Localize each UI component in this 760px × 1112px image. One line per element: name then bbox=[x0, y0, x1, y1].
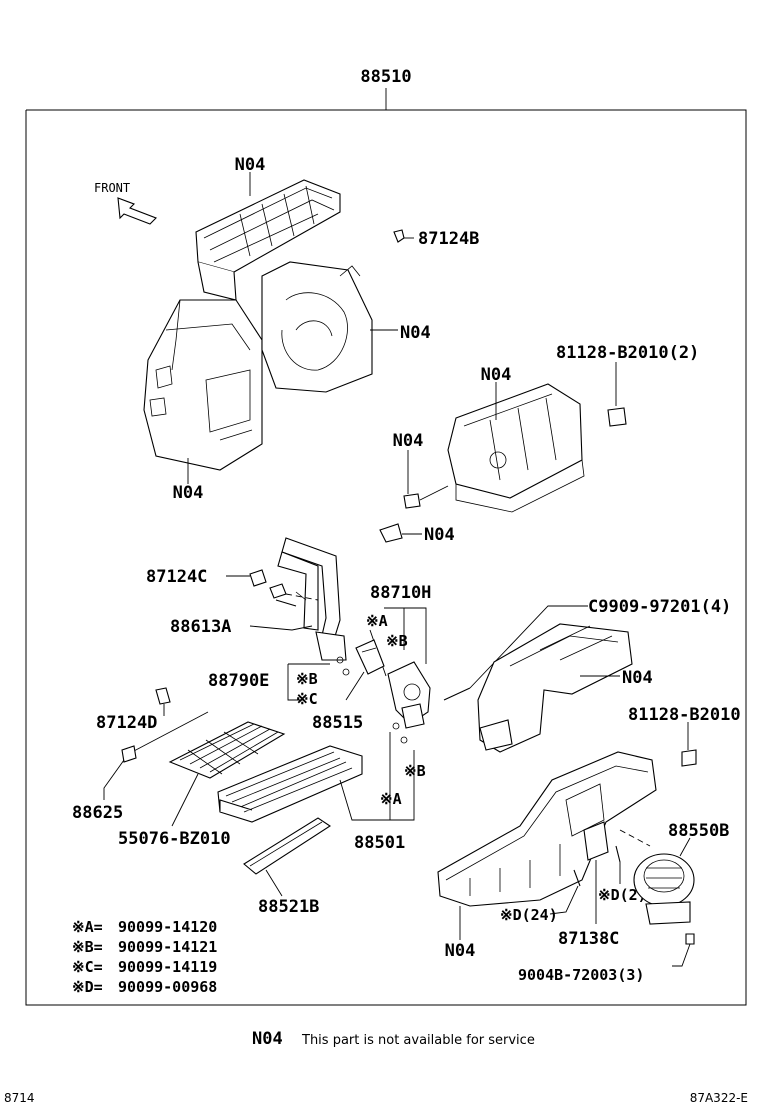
thermistor-88625 bbox=[103, 711, 209, 800]
callout-88550b: 88550B bbox=[668, 821, 729, 841]
mark-b-lower: ※B bbox=[404, 762, 426, 780]
callout-n04-top: N04 bbox=[235, 155, 266, 175]
legend-part-c: 90099-14119 bbox=[118, 958, 217, 976]
callout-9004b-72003-3: 9004B-72003(3) bbox=[518, 966, 644, 984]
callout-87138c: 87138C bbox=[558, 929, 619, 949]
evaporator-fittings bbox=[392, 722, 408, 744]
service-note: N04 This part is not available for servi… bbox=[252, 1029, 535, 1049]
sensor-clip-87124d bbox=[155, 687, 171, 716]
expansion-valve bbox=[387, 661, 431, 729]
legend-part-b: 90099-14121 bbox=[118, 938, 217, 956]
mark-a-upper: ※A bbox=[366, 612, 388, 630]
clip-81128-b2010-2 bbox=[607, 362, 627, 427]
mark-c-mid: ※C bbox=[296, 690, 318, 708]
cabin-filter bbox=[168, 721, 286, 827]
legend-part-a: 90099-14120 bbox=[118, 918, 217, 936]
front-label: FRONT bbox=[94, 181, 130, 195]
intake-mode-case bbox=[447, 383, 585, 513]
legend-mark-d: ※D= bbox=[72, 978, 103, 996]
callout-87124b: 87124B bbox=[418, 229, 479, 249]
screw-d2 bbox=[615, 845, 621, 884]
callout-n04-servo-lower: N04 bbox=[424, 525, 455, 545]
assembly-frame: 88510 bbox=[25, 67, 747, 1006]
callout-88625: 88625 bbox=[72, 803, 123, 823]
callout-n04-blower-case: N04 bbox=[400, 323, 431, 343]
callout-88515: 88515 bbox=[312, 713, 363, 733]
screw-d24 bbox=[549, 869, 581, 915]
callout-87124c: 87124C bbox=[146, 567, 207, 587]
callout-81128-b2010-2: 81128-B2010(2) bbox=[556, 343, 699, 363]
clip-87124c bbox=[249, 569, 287, 599]
callout-n04-bottom: N04 bbox=[445, 941, 476, 961]
mark-b-upper: ※B bbox=[386, 632, 408, 650]
resistor-87138c bbox=[583, 821, 609, 924]
mark-b-mid: ※B bbox=[296, 670, 318, 688]
fastener-legend: ※A= 90099-14120 ※B= 90099-14121 ※C= 9009… bbox=[72, 918, 217, 996]
servo-motor bbox=[403, 450, 449, 509]
note-text: This part is not available for service bbox=[301, 1033, 535, 1048]
callout-c9909-97201-4: C9909-97201(4) bbox=[588, 597, 731, 617]
legend-mark-b: ※B= bbox=[72, 938, 103, 956]
callout-88521b: 88521B bbox=[258, 897, 319, 917]
blower-motor bbox=[619, 829, 695, 925]
legend-part-d: 90099-00968 bbox=[118, 978, 217, 996]
legend-mark-a: ※A= bbox=[72, 918, 103, 936]
callout-n04-intake-upper: N04 bbox=[481, 365, 512, 385]
servo-linkage bbox=[379, 523, 422, 543]
insulator-88521b bbox=[243, 817, 332, 875]
callout-88790e: 88790E bbox=[208, 671, 269, 691]
left-heater-case bbox=[143, 299, 263, 471]
duct-middle-right bbox=[477, 623, 633, 753]
mark-d24: ※D(24) bbox=[500, 906, 558, 924]
evaporator bbox=[217, 745, 363, 823]
block-88515 bbox=[355, 639, 385, 675]
heater-pipe-assembly bbox=[277, 537, 347, 661]
callout-88501: 88501 bbox=[354, 833, 405, 853]
mark-a-lower: ※A bbox=[380, 790, 402, 808]
footer-left-code: 8714 bbox=[4, 1091, 35, 1105]
screw-9004b bbox=[672, 933, 695, 967]
legend-mark-c: ※C= bbox=[72, 958, 103, 976]
lower-blower-housing bbox=[437, 751, 657, 907]
o-rings bbox=[336, 656, 350, 676]
blower-upper-case bbox=[261, 261, 373, 393]
note-code: N04 bbox=[252, 1029, 283, 1049]
callout-81128-b2010: 81128-B2010 bbox=[628, 705, 741, 725]
callout-n04-left-case: N04 bbox=[173, 483, 204, 503]
footer-right-code: 87A322-E bbox=[690, 1091, 748, 1105]
front-direction-arrow: FRONT bbox=[94, 181, 157, 225]
clip-87124b bbox=[393, 229, 414, 243]
assembly-number: 88510 bbox=[360, 67, 411, 87]
bolt-88613a bbox=[275, 599, 297, 607]
callout-88613a: 88613A bbox=[170, 617, 231, 637]
callout-87124d: 87124D bbox=[96, 713, 157, 733]
callout-n04-duct: N04 bbox=[622, 668, 653, 688]
mark-d2: ※D(2) bbox=[598, 886, 647, 904]
top-damper-assembly bbox=[195, 179, 341, 301]
callout-n04-servo: N04 bbox=[393, 431, 424, 451]
callout-55076-bz010: 55076-BZ010 bbox=[118, 829, 231, 849]
clip-81128-b2010 bbox=[681, 722, 697, 767]
callout-88710h: 88710H bbox=[370, 583, 431, 603]
